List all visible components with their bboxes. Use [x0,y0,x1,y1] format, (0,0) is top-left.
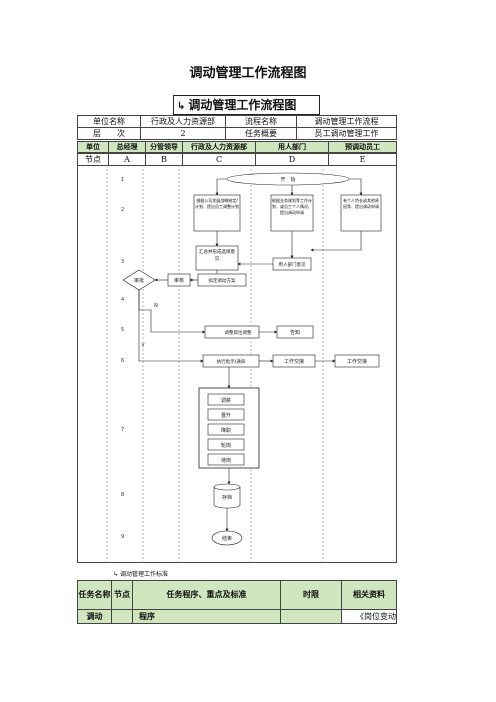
info-cell: 2 [140,127,226,140]
standards-header: 任务程序、重点及标准 [132,580,281,610]
standards-table: 任务名称 节点 任务程序、重点及标准 时限 相关资料 调动 程序 《岗位变动 [77,580,397,624]
step-c3-label: 汇总并形成选择意见 [199,250,235,262]
standards-cell: 《岗位变动 [341,609,397,624]
row-number: 7 [121,427,124,433]
type-box [207,438,245,451]
row-number: 8 [121,492,124,498]
yes-label: Y [140,343,145,349]
step-e2-text-wrap: 有个人特长或其他原因等、提出调动申请 [343,198,379,209]
info-cell: 调动管理工作流程 [296,115,397,128]
step-c3-text-wrap: 汇总并形成选择意见 [199,250,235,262]
step-c2-box [193,194,241,232]
role-header: 总经理 [108,141,146,153]
flowchart: 1 2 3 4 5 6 7 8 9 开 始 调整岗位调整 [77,165,397,563]
standards-header: 任务名称 [77,580,112,610]
type-box [207,453,245,466]
info-table: 单位名称 行政及人力资源部 流程名称 调动管理工作流程 层 次 2 任务概要 员… [77,115,397,140]
type-label: 晋升 [221,412,231,419]
archive-label: 存档 [222,494,232,501]
row-number: 4 [121,297,124,303]
caption: ↳ 调动管理工作标准 [113,569,168,578]
standards-header: 节点 [111,580,133,610]
row-number: 5 [121,327,124,333]
type-label: 轮岗 [221,442,231,449]
node-header: A [108,153,146,166]
step-d2-text-wrap: 根据业务规划等工作计划、或员工个人情况、提出调动申请 [272,198,312,215]
step-c2-label: 根据公司发展战略制定/计划、提出员工调整计划 [195,198,239,209]
standards-cell: 调动 [77,609,112,624]
step-e2-box [340,194,382,232]
step-d6-label: 工作交接 [284,358,304,365]
node-header: C [182,153,256,166]
type-box [207,393,245,406]
step-d3-label: 用人部门意见 [279,261,306,268]
role-header: 预调动员工 [328,141,397,153]
type-box [207,423,245,436]
info-cell: 单位名称 [77,115,141,128]
step-e6-label: 工作交接 [347,358,367,365]
info-cell: 行政及人力资源部 [140,115,226,128]
step-e2-label: 有个人特长或其他原因等、提出调动申请 [343,198,379,209]
type-label: 待岗 [221,457,231,464]
role-header: 分管领导 [145,141,183,153]
info-cell: 层 次 [77,127,141,140]
step-c6-label: 执行批示/通知 [217,358,246,365]
start-label: 开 始 [280,176,295,183]
return-arrow-icon: ↳ [113,571,119,578]
node-header: D [255,153,329,166]
standards-header: 时限 [280,580,342,610]
document-title: 调动管理工作流程图 [189,66,307,81]
role-header-row: 单位 总经理 分管领导 行政及人力资源部 用人部门 预调动员工 [77,141,397,153]
type-box [207,408,245,421]
role-header-label: 单位 [77,141,109,153]
type-label: 调薪 [221,397,231,404]
role-header: 行政及人力资源部 [182,141,256,153]
decision-a4-label: 审批 [134,277,144,284]
step-b4-label: 审核 [174,277,184,284]
row-numbers: 1 2 3 4 5 6 7 8 9 [121,177,124,540]
end-label: 结束 [222,535,232,542]
standards-cell: 程序 [132,609,281,624]
caption-text: 调动管理工作标准 [119,571,168,578]
no-label: N [154,303,158,309]
info-cell: 任务概要 [225,127,297,140]
connectors [138,178,363,532]
standards-header: 相关资料 [341,580,397,610]
standards-cell [111,609,133,624]
node-header-label: 节点 [77,153,109,166]
step-d2-box [270,194,314,232]
step-c3-box [195,245,239,271]
return-arrow-icon: ↳ [177,101,186,112]
role-header: 用人部门 [255,141,329,153]
row-number: 1 [121,177,124,183]
row-number: 9 [121,534,124,540]
step-d2-label: 根据业务规划等工作计划、或员工个人情况、提出调动申请 [272,198,312,215]
step-d5-label: 告知 [290,329,300,336]
flow-title-box: ↳调动管理工作流程图 [173,95,320,115]
info-cell: 员工调动管理工作 [296,127,397,140]
row-number: 6 [121,358,124,364]
info-cell: 流程名称 [225,115,297,128]
type-label: 降职 [221,427,231,434]
node-header: B [145,153,183,166]
flowchart-frame [77,165,397,563]
row-number: 2 [121,207,124,213]
step-c5-label: 调整岗位调整 [225,329,252,336]
step-c4-label: 拟定调动方案 [209,277,236,284]
row-number: 3 [121,259,124,265]
step-c2-text-wrap: 根据公司发展战略制定/计划、提出员工调整计划 [195,198,239,209]
flow-title: 调动管理工作流程图 [188,98,297,112]
standards-cell [280,609,342,624]
node-header: E [328,153,397,166]
